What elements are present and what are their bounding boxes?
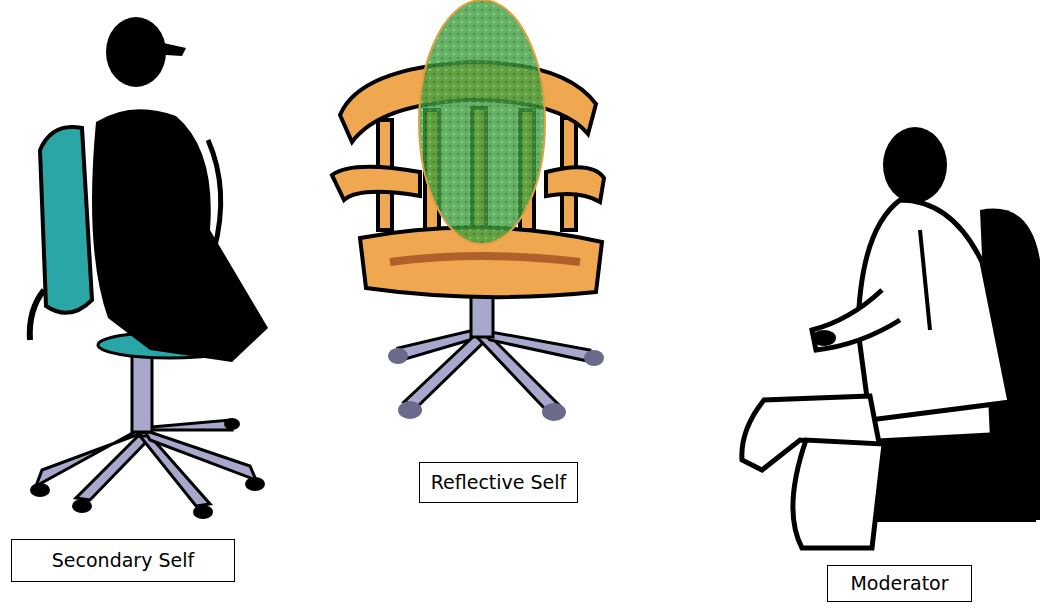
chair-arm <box>30 290 44 340</box>
label-box: Reflective Self <box>419 462 578 503</box>
chair-leg <box>144 430 256 480</box>
chair-stem <box>132 350 152 432</box>
person-robe <box>793 440 884 548</box>
cap-brim <box>150 40 186 56</box>
label-text: Moderator <box>850 572 948 595</box>
chair-stem <box>471 295 493 337</box>
casters <box>388 348 604 421</box>
chair-arm <box>332 167 420 200</box>
person-body <box>92 109 268 362</box>
caster <box>224 418 240 430</box>
person-arm <box>812 290 900 350</box>
caster <box>542 403 566 421</box>
label-box: Moderator <box>827 565 972 602</box>
chair-leg <box>480 330 592 362</box>
chair-base <box>398 330 592 410</box>
caster <box>245 477 265 491</box>
caster <box>388 348 408 364</box>
caster <box>72 499 92 513</box>
caster <box>30 483 50 497</box>
robe-fold <box>920 230 930 330</box>
label-text: Secondary Self <box>52 549 194 572</box>
chair-leg <box>140 420 232 430</box>
caster <box>398 401 422 419</box>
presence-oval <box>419 0 545 244</box>
label-box: Secondary Self <box>11 539 235 582</box>
moderator-figure <box>742 127 1040 548</box>
reflective-self-figure <box>332 0 604 421</box>
person-head <box>883 127 947 203</box>
chair-leg <box>404 336 488 406</box>
label-text: Reflective Self <box>431 471 567 494</box>
chair-leg <box>76 436 150 500</box>
caster <box>584 350 604 366</box>
person-hand <box>812 330 836 346</box>
caster <box>193 505 213 519</box>
chair-arm <box>546 167 604 202</box>
chair-back <box>40 127 92 313</box>
seat-shade <box>390 256 580 262</box>
person-arm <box>208 140 221 250</box>
secondary-self-figure <box>30 17 268 519</box>
chair-leg <box>36 430 150 486</box>
